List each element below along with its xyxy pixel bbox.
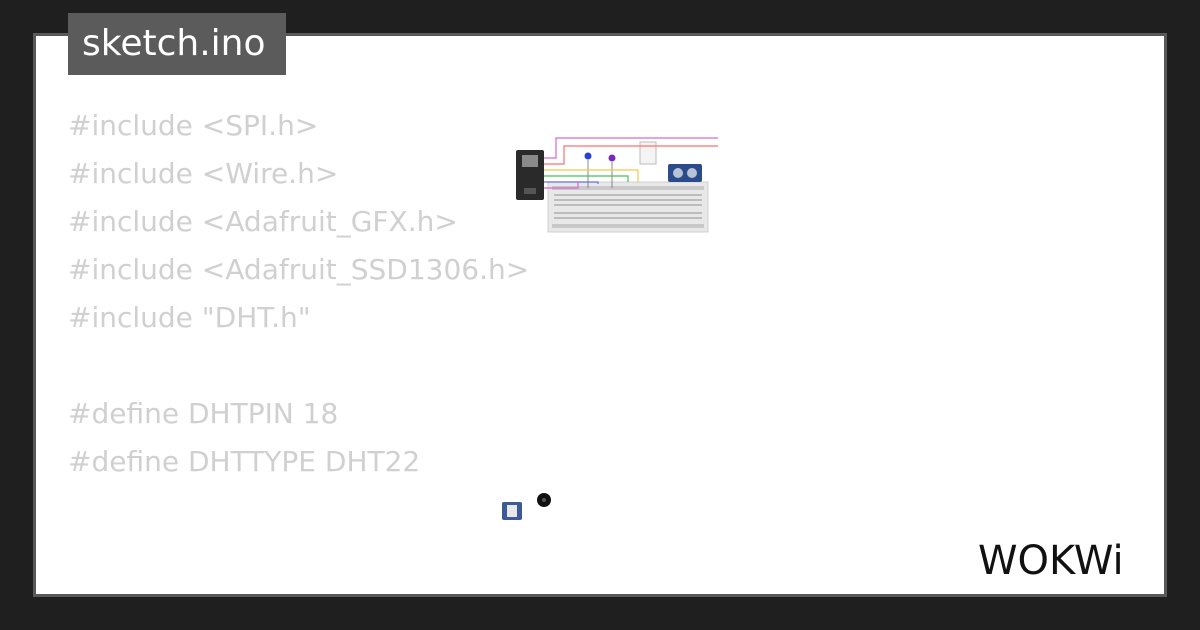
wokwi-logo: WOKWi [978,538,1124,584]
buzzer [537,493,551,507]
code-line: #define DHTTYPE DHT22 [68,445,421,478]
code-line [68,534,735,582]
led-blue [584,152,592,188]
code-line: #include <Adafruit_GFX.h> [68,205,458,238]
breadboard [547,181,709,233]
dht22-sensor [639,141,657,165]
code-line: #define DHTPIN 18 [68,397,339,430]
code-line: // still bones DUHIT (I'll be buzzing) b… [68,582,735,594]
small-components [502,493,551,520]
circuit-diagram [516,137,718,233]
code-line [68,486,735,534]
code-line: #include <SPI.h> [68,109,319,142]
wires [544,137,718,189]
code-line: #include <Adafruit_SSD1306.h> [68,253,530,286]
ultrasonic-sensor [668,164,702,182]
code-line [68,342,735,390]
code-line: #include "DHT.h" [68,301,311,334]
code-line: #include <Wire.h> [68,157,339,190]
wokwi-logo-text: WOKWi [978,538,1124,584]
code-preview: #include <SPI.h> #include <Wire.h> #includ… [68,102,735,594]
esp32-board [516,150,544,200]
led-purple [608,154,616,188]
preview-card: #include <SPI.h> #include <Wire.h> #includ… [36,36,1164,594]
file-title: sketch.ino [68,13,286,75]
pushbutton-module [502,502,522,520]
